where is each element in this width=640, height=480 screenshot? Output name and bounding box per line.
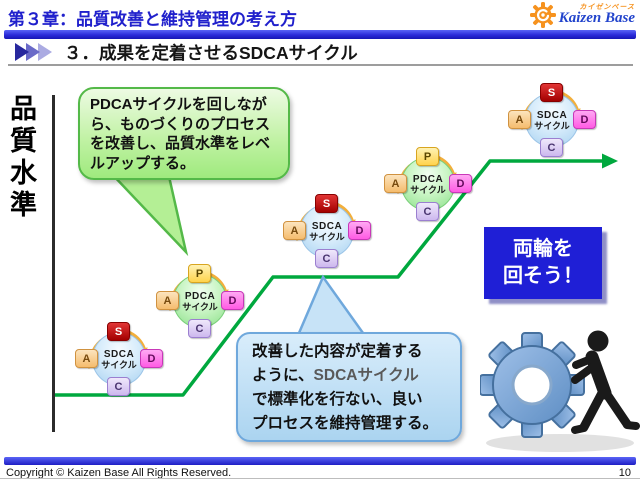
step-box-d: D	[449, 174, 472, 193]
bubble-line: 改善した内容が定着する	[252, 343, 423, 360]
cycle-label: SDCA	[536, 109, 568, 121]
green-speech-bubble: PDCAサイクルを回しなが ら、ものづくりのプロセス を改善し、品質水準をレベ …	[78, 87, 290, 180]
cycle-label: PDCA	[184, 290, 216, 302]
step-box-c: C	[315, 249, 338, 268]
bubble-line: で標準化を行ない、良い	[252, 391, 423, 408]
green-bubble-tail	[107, 170, 189, 257]
pushing-person-icon	[571, 330, 640, 434]
kaizen-logo: カイゼンベース Kaizen Base	[529, 2, 635, 28]
bottom-divider	[0, 478, 640, 479]
bubble-line: PDCAサイクルを回しなが	[90, 96, 267, 113]
page-number: 10	[618, 467, 631, 479]
bubble-line: を改善し、品質水準をレベ	[90, 135, 271, 152]
logo-en-text: Kaizen Base	[558, 10, 635, 26]
chapter-title: 第３章：品質改善と維持管理の考え方	[8, 10, 297, 29]
cycle-label: サイクル	[182, 301, 218, 312]
blue-bubble-tail	[294, 274, 371, 342]
cycle-label: サイクル	[309, 231, 345, 242]
step-box-d: D	[573, 110, 596, 129]
bubble-text: ように、	[252, 367, 314, 384]
step-box-d: D	[348, 221, 371, 240]
cycle-sdca-1: SDCA サイクル S D C A	[75, 322, 163, 396]
callout-line: 回そう！	[503, 265, 583, 287]
footer-bar	[4, 457, 636, 465]
step-box-s: S	[107, 322, 130, 341]
logo-jp-text: カイゼンベース	[579, 4, 635, 11]
blue-speech-bubble: 改善した内容が定着する ように、SDCAサイクル で標準化を行ない、良い プロセ…	[236, 332, 462, 442]
section-title: ３．成果を定着させるSDCAサイクル	[64, 43, 358, 63]
step-box-p: P	[416, 147, 439, 166]
bubble-line: ら、ものづくりのプロセス	[90, 115, 271, 133]
cycle-label: サイクル	[410, 184, 446, 195]
cycle-disc: PDCA サイクル	[173, 274, 227, 328]
step-box-c: C	[188, 319, 211, 338]
bubble-line: プロセスを維持管理する。	[252, 415, 439, 432]
bubble-line: ルアップする。	[90, 154, 196, 172]
step-box-c: C	[540, 138, 563, 157]
copyright-text: Copyright © Kaizen Base All Rights Reser…	[6, 467, 232, 479]
triple-chevron-icon	[15, 43, 52, 61]
step-box-a: A	[156, 291, 179, 310]
bubble-line: ように、SDCAサイクル	[252, 364, 460, 388]
step-box-s: S	[315, 194, 338, 213]
cycle-label: サイクル	[534, 120, 570, 131]
cycle-sdca-2: SDCA サイクル S D C A	[283, 194, 371, 268]
cycle-sdca-3: SDCA サイクル S D C A	[508, 83, 596, 157]
logo-text: カイゼンベース Kaizen Base	[559, 4, 635, 26]
step-box-a: A	[283, 221, 306, 240]
bubble-text-highlight: SDCAサイクル	[313, 367, 419, 384]
cycle-label: PDCA	[412, 173, 444, 185]
both-wheels-callout: 両輪を 回そう！	[484, 227, 602, 299]
step-box-a: A	[75, 349, 98, 368]
step-box-p: P	[188, 264, 211, 283]
blue-gear-icon	[480, 332, 585, 438]
cycle-label: サイクル	[101, 359, 137, 370]
step-box-a: A	[384, 174, 407, 193]
callout-line: 両輪を	[513, 238, 573, 260]
ground-shadow	[486, 434, 634, 452]
step-arrowhead	[602, 153, 618, 169]
step-box-a: A	[508, 110, 531, 129]
step-box-c: C	[416, 202, 439, 221]
cycle-pdca-2: PDCA サイクル P D C A	[384, 147, 472, 221]
cycle-label: SDCA	[103, 348, 135, 360]
y-axis-line	[52, 95, 55, 432]
gear-push-illustration	[480, 330, 640, 452]
y-axis-label: 品質水準	[6, 94, 36, 222]
section-divider	[8, 64, 633, 66]
cycle-pdca-1: PDCA サイクル P D C A	[156, 264, 244, 338]
kaizen-gear-logo-icon	[529, 2, 556, 28]
header-bar	[4, 30, 636, 39]
step-box-d: D	[221, 291, 244, 310]
step-box-c: C	[107, 377, 130, 396]
cycle-label: SDCA	[311, 220, 343, 232]
step-box-s: S	[540, 83, 563, 102]
step-box-d: D	[140, 349, 163, 368]
